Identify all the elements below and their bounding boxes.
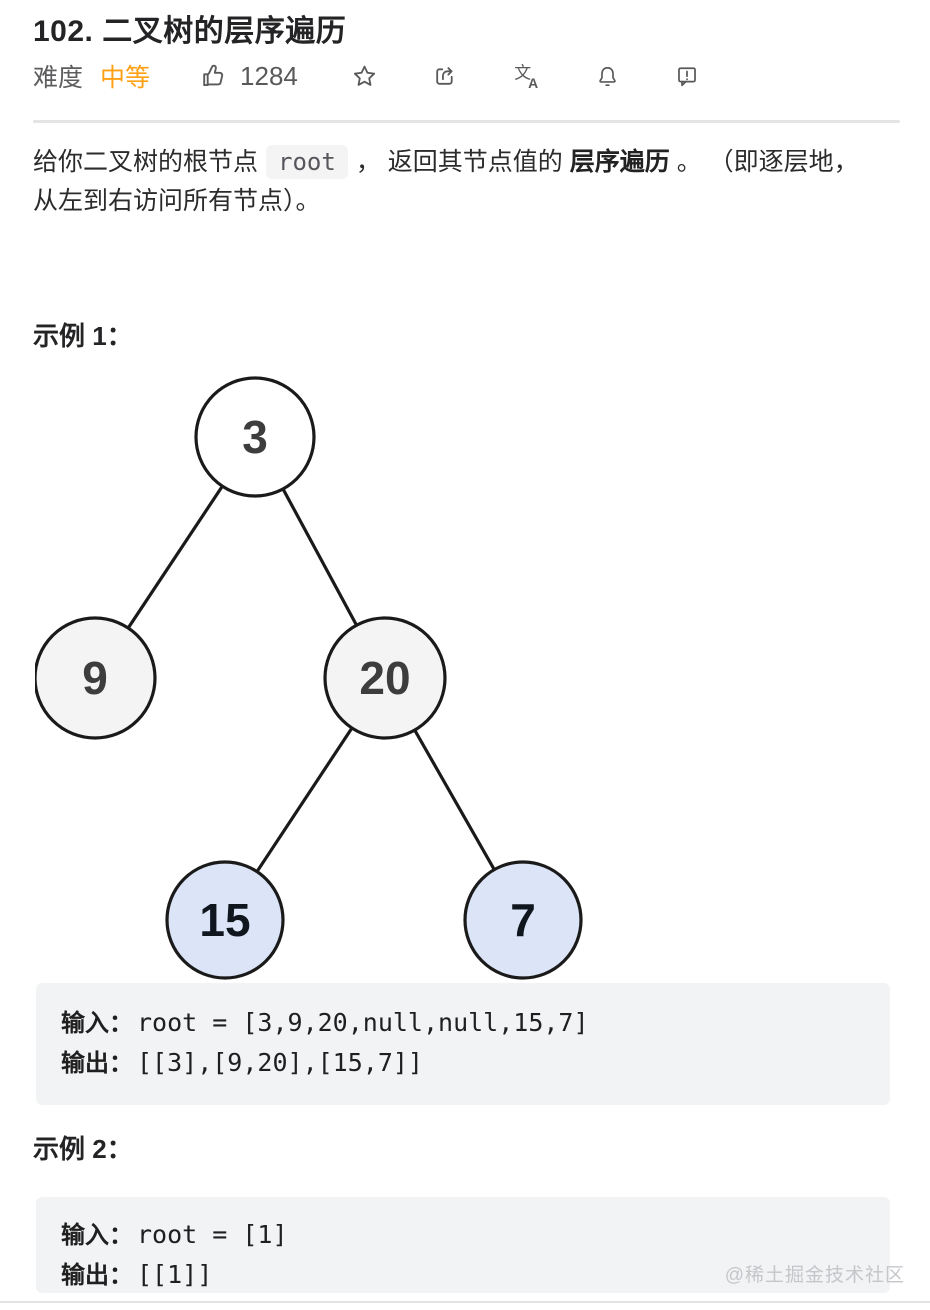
output-label: 输出： [61, 1050, 133, 1077]
tree-node-value: 20 [359, 652, 410, 704]
feedback-icon [674, 63, 700, 89]
share-icon [431, 63, 458, 90]
example-1-heading: 示例 1： [33, 321, 133, 351]
tree-svg: 3 9 20 15 7 [33, 376, 583, 980]
output-value: [[3],[9,20],[15,7]] [137, 1048, 423, 1077]
example-output-line: 输出：[[1]] [61, 1255, 865, 1293]
tree-node-value: 9 [82, 652, 108, 704]
svg-text:A: A [528, 74, 538, 90]
binary-tree-diagram: 3 9 20 15 7 [33, 372, 595, 984]
description-text: 。 （即逐层地， [676, 148, 859, 176]
tree-node [33, 616, 157, 740]
thumbs-up-icon [200, 62, 228, 90]
tree-node-value: 15 [199, 894, 250, 946]
bell-icon [595, 64, 620, 89]
input-label: 输入： [61, 1010, 133, 1037]
notification-button[interactable] [595, 64, 620, 89]
section-divider [33, 120, 900, 123]
example-output-line: 输出：[[3],[9,20],[15,7]] [61, 1043, 865, 1083]
tree-node-value: 3 [242, 411, 268, 463]
difficulty-badge: 中等 [100, 64, 151, 92]
translate-button[interactable]: 文 A [513, 62, 542, 91]
example-1-code-block: 输入：root = [3,9,20,null,null,15,7] 输出：[[3… [36, 983, 890, 1105]
feedback-button[interactable] [674, 63, 700, 89]
description-text: ， 返回其节点值的 [355, 148, 563, 176]
tree-node [194, 376, 316, 498]
tree-node [165, 860, 285, 980]
favorite-button[interactable] [351, 63, 378, 90]
translate-icon: 文 A [513, 62, 542, 91]
input-value: root = [1] [137, 1220, 288, 1249]
like-button[interactable]: 1284 [200, 61, 298, 92]
watermark: @稀土掘金技术社区 [724, 1265, 905, 1286]
description-text: 给你二叉树的根节点 [33, 148, 259, 176]
example-2-heading: 示例 2： [33, 1134, 133, 1164]
star-icon [351, 63, 378, 90]
input-value: root = [3,9,20,null,null,15,7] [137, 1008, 589, 1037]
svg-text:文: 文 [514, 63, 531, 82]
like-count: 1284 [240, 60, 298, 91]
difficulty-label: 难度 [33, 64, 84, 92]
input-label: 输入： [61, 1222, 133, 1249]
inline-code-root: root [266, 145, 348, 179]
example-input-line: 输入：root = [1] [61, 1215, 865, 1255]
tree-node-value: 7 [510, 894, 536, 946]
share-button[interactable] [431, 63, 458, 90]
tree-node [463, 860, 583, 980]
description-bold-term: 层序遍历 [569, 148, 670, 176]
page-title: 102. 二叉树的层序遍历 [33, 15, 347, 48]
example-input-line: 输入：root = [3,9,20,null,null,15,7] [61, 1003, 865, 1043]
output-value: [[1]] [137, 1260, 213, 1289]
meta-bar: 难度 中等 1284 [33, 58, 700, 94]
example-2-code-block: 输入：root = [1] 输出：[[1]] [36, 1197, 890, 1293]
output-label: 输出： [61, 1262, 133, 1289]
tree-node [323, 616, 447, 740]
bottom-divider [0, 1301, 930, 1303]
description-text: 从左到右访问所有节点）。 [33, 187, 321, 215]
